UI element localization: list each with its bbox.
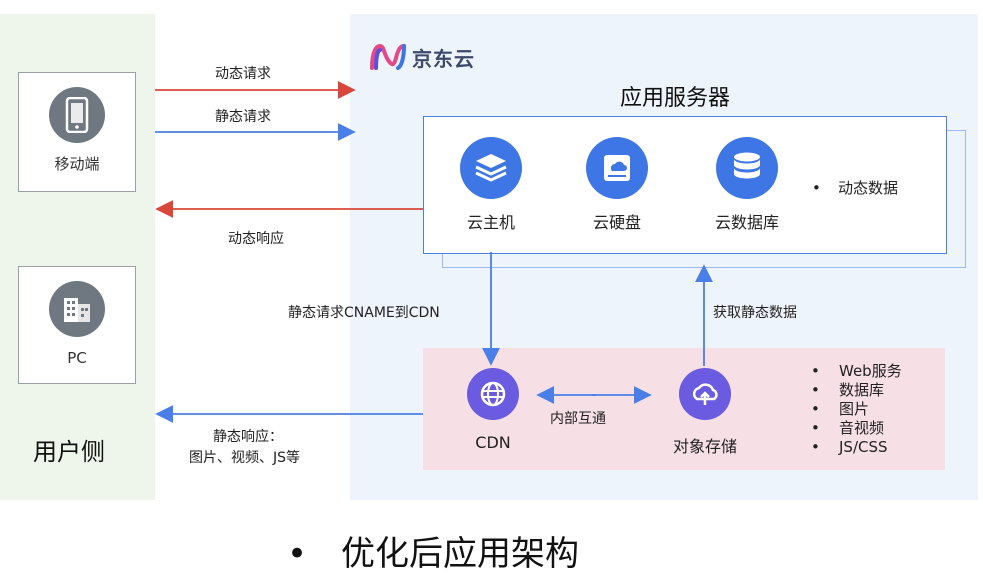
service-label: 云主机 xyxy=(466,213,515,232)
list-item: Web服务 xyxy=(811,362,902,381)
cloud-host-icon xyxy=(460,137,522,199)
object-storage-node: 对象存储 xyxy=(660,368,750,457)
brand-name: 京东云 xyxy=(412,46,475,71)
footer-title: 优化后应用架构 xyxy=(341,534,579,574)
list-item: 图片 xyxy=(811,400,902,419)
mobile-phone-icon xyxy=(49,87,105,143)
dynamic-request-label: 动态请求 xyxy=(215,66,271,82)
globe-icon xyxy=(467,368,519,420)
list-item: 数据库 xyxy=(811,381,902,400)
service-cloud-disk: 云硬盘 xyxy=(567,137,667,233)
static-request-label: 静态请求 xyxy=(215,109,271,125)
list-item: 音视频 xyxy=(811,419,902,438)
static-response-label-2: 图片、视频、JS等 xyxy=(189,450,301,466)
internal-link-label: 内部互通 xyxy=(550,411,606,427)
jdcloud-logo-icon xyxy=(370,43,406,70)
dynamic-data-note: • 动态数据 xyxy=(812,177,898,198)
static-cname-label: 静态请求CNAME到CDN xyxy=(288,305,440,321)
mobile-device-label: 移动端 xyxy=(54,155,100,173)
dynamic-data-label: 动态数据 xyxy=(838,179,899,197)
pc-device-card: PC xyxy=(18,266,136,384)
storage-upload-icon xyxy=(679,368,731,420)
footer-caption: • 优化后应用架构 xyxy=(287,526,579,575)
cloud-database-icon xyxy=(716,137,778,199)
server-title: 应用服务器 xyxy=(620,86,731,111)
cloud-disk-icon xyxy=(586,137,648,199)
cdn-label: CDN xyxy=(475,433,511,452)
pc-building-icon xyxy=(49,281,105,337)
service-cloud-database: 云数据库 xyxy=(697,137,797,233)
static-response-label-1: 静态响应： xyxy=(213,429,283,445)
service-label: 云数据库 xyxy=(714,213,779,232)
service-cloud-host: 云主机 xyxy=(441,137,541,233)
bullet-dot: • xyxy=(812,179,821,197)
storage-content-list: Web服务 数据库 图片 音视频 JS/CSS xyxy=(811,362,902,457)
brand-logo: 京东云 xyxy=(368,42,475,72)
cdn-node: CDN xyxy=(458,368,528,452)
dynamic-response-label: 动态响应 xyxy=(228,231,284,247)
pc-device-label: PC xyxy=(67,349,87,367)
mobile-device-card: 移动端 xyxy=(18,72,136,192)
object-storage-label: 对象存储 xyxy=(672,437,737,456)
service-label: 云硬盘 xyxy=(592,213,641,232)
footer-bullet: • xyxy=(287,534,308,574)
fetch-static-label: 获取静态数据 xyxy=(713,305,797,321)
list-item: JS/CSS xyxy=(811,438,902,457)
user-side-title: 用户侧 xyxy=(33,438,105,466)
